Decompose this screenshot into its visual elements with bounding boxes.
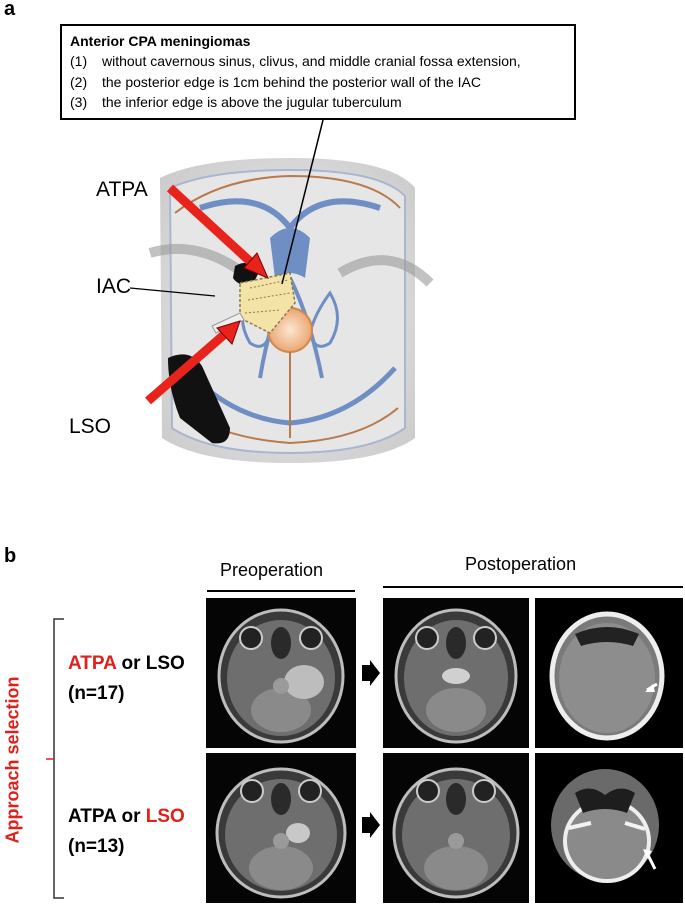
criteria-item-text: the inferior edge is above the jugular t… [102,94,402,110]
ct-postop-row1 [535,598,683,748]
arrow-right-icon [362,812,380,838]
criteria-item-text: the posterior edge is 1cm behind the pos… [102,73,481,90]
white-arrow-icon [643,849,652,859]
petrous-ridge [337,255,434,287]
criteria-item-number: (1) [70,53,88,69]
group-1-connector: or [116,653,146,674]
iac-label: IAC [96,275,132,298]
criteria-box: Anterior CPA meningiomas (1) without cave… [60,24,576,120]
atpa-arrow-head [243,252,269,279]
criteria-item: (3) the inferior edge is above the jugula… [70,92,574,113]
group-1-count: (n=17) [68,683,125,704]
tumor [239,272,296,334]
tumor-hatching [244,279,291,314]
mri-preop-row1 [206,598,356,748]
group-2-count: (n=13) [68,836,125,857]
skull-base-illustration [145,158,434,463]
criteria-pointer-line [281,119,324,285]
white-arrow-icon [645,684,655,692]
group-2-connector: or [116,806,146,827]
mastoid-region [168,354,230,444]
group-2-first: ATPA [68,806,117,827]
criteria-item-number: (3) [70,94,88,110]
mri-postop-row1 [383,598,529,748]
criteria-title: Anterior CPA meningiomas [70,33,251,49]
preoperation-rule [207,590,355,592]
tumor-enhancement [284,665,324,699]
mri-preop-row2 [206,753,356,903]
leader-lines [129,119,324,297]
tumor-enhancement [286,823,310,843]
lso-arrow-shaft [145,329,229,405]
atpa-arrow-shaft [166,184,259,270]
panel-b-label: b [4,545,17,567]
preoperation-heading: Preoperation [220,560,324,580]
criteria-item: (2) the posterior edge is 1cm behind the … [70,72,574,93]
approach-selection-label: Approach selection [0,620,26,900]
lso-label: LSO [69,415,112,438]
sigmoid-sinus [308,290,339,348]
criteria-item-number: (2) [70,73,88,90]
criteria-item-text: without cavernous sinus, clivus, and mid… [102,53,521,69]
mri-postop-row2 [383,753,529,903]
group-bracket [46,618,64,899]
group-2-label: ATPA or LSO (n=13) [68,802,185,862]
criteria-item: (1) without cavernous sinus, clivus, and … [70,51,574,72]
lso-arrow-head [216,320,241,345]
iac-pointer-line [129,287,216,297]
group-1-first: ATPA [68,653,117,674]
postoperation-rule [383,586,683,588]
atpa-label: ATPA [96,178,148,201]
group-1-second: LSO [145,653,185,674]
sinus-line [174,174,401,214]
panel-a-label: a [4,0,16,20]
postoperation-heading: Postoperation [465,554,577,574]
arrow-right-icon [362,660,380,686]
group-1-label: ATPA or LSO (n=17) [68,649,185,709]
group-2-second: LSO [145,806,185,827]
approach-selection-text: Approach selection [2,676,23,844]
ct-postop-row2 [535,753,683,903]
